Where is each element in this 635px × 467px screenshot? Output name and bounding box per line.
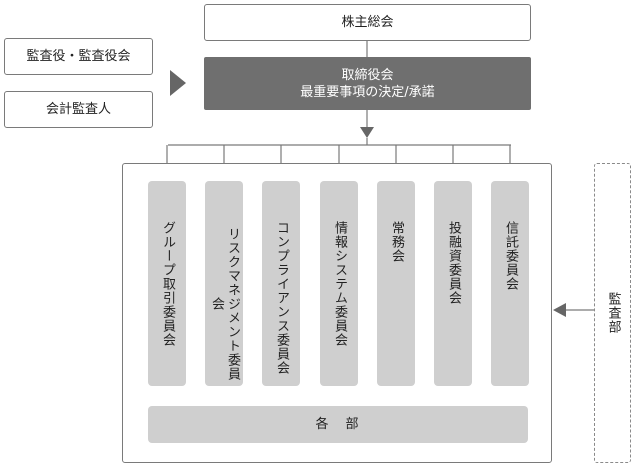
accounting-auditor-label: 会計監査人	[45, 102, 111, 117]
departments-box: 各 部	[148, 406, 528, 443]
committee-label: 投融資委員会	[446, 221, 461, 305]
audit-board-box: 監査役・監査役会	[4, 38, 153, 75]
audit-department-label: 監査部	[605, 292, 621, 334]
committee-box: 投融資委員会	[434, 181, 472, 386]
audit-department-box: 監査部	[594, 163, 631, 463]
committee-box: 信託委員会	[491, 181, 529, 386]
board-of-directors-box: 取締役会 最重要事項の決定/承諾	[204, 57, 531, 110]
accounting-auditor-box: 会計監査人	[4, 91, 153, 128]
shareholders-meeting-box: 株主総会	[204, 4, 531, 41]
committee-box: 情報システム委員会	[320, 181, 358, 386]
right-arrow-icon	[170, 70, 186, 96]
down-arrow-icon	[360, 127, 374, 138]
board-label: 取締役会	[341, 67, 394, 83]
committee-box: 常務会	[377, 181, 415, 386]
board-description: 最重要事項の決定/承諾	[300, 84, 435, 100]
left-arrow-icon	[553, 303, 566, 317]
audit-board-label: 監査役・監査役会	[26, 49, 131, 64]
committee-label: コンプライアンス委員会	[274, 221, 289, 375]
committee-box: グループ取引委員会	[148, 181, 186, 386]
departments-label: 各 部	[315, 417, 361, 432]
committee-box: コンプライアンス委員会	[262, 181, 300, 386]
committee-label: 常務会	[389, 221, 404, 263]
committee-label: リスクマネジメント委員会	[209, 226, 240, 381]
shareholders-meeting-label: 株主総会	[341, 15, 394, 30]
committee-label: 情報システム委員会	[332, 221, 347, 347]
committee-label: グループ取引委員会	[160, 221, 175, 347]
committee-box: リスクマネジメント委員会	[205, 181, 243, 386]
committee-label: 信託委員会	[503, 221, 518, 291]
